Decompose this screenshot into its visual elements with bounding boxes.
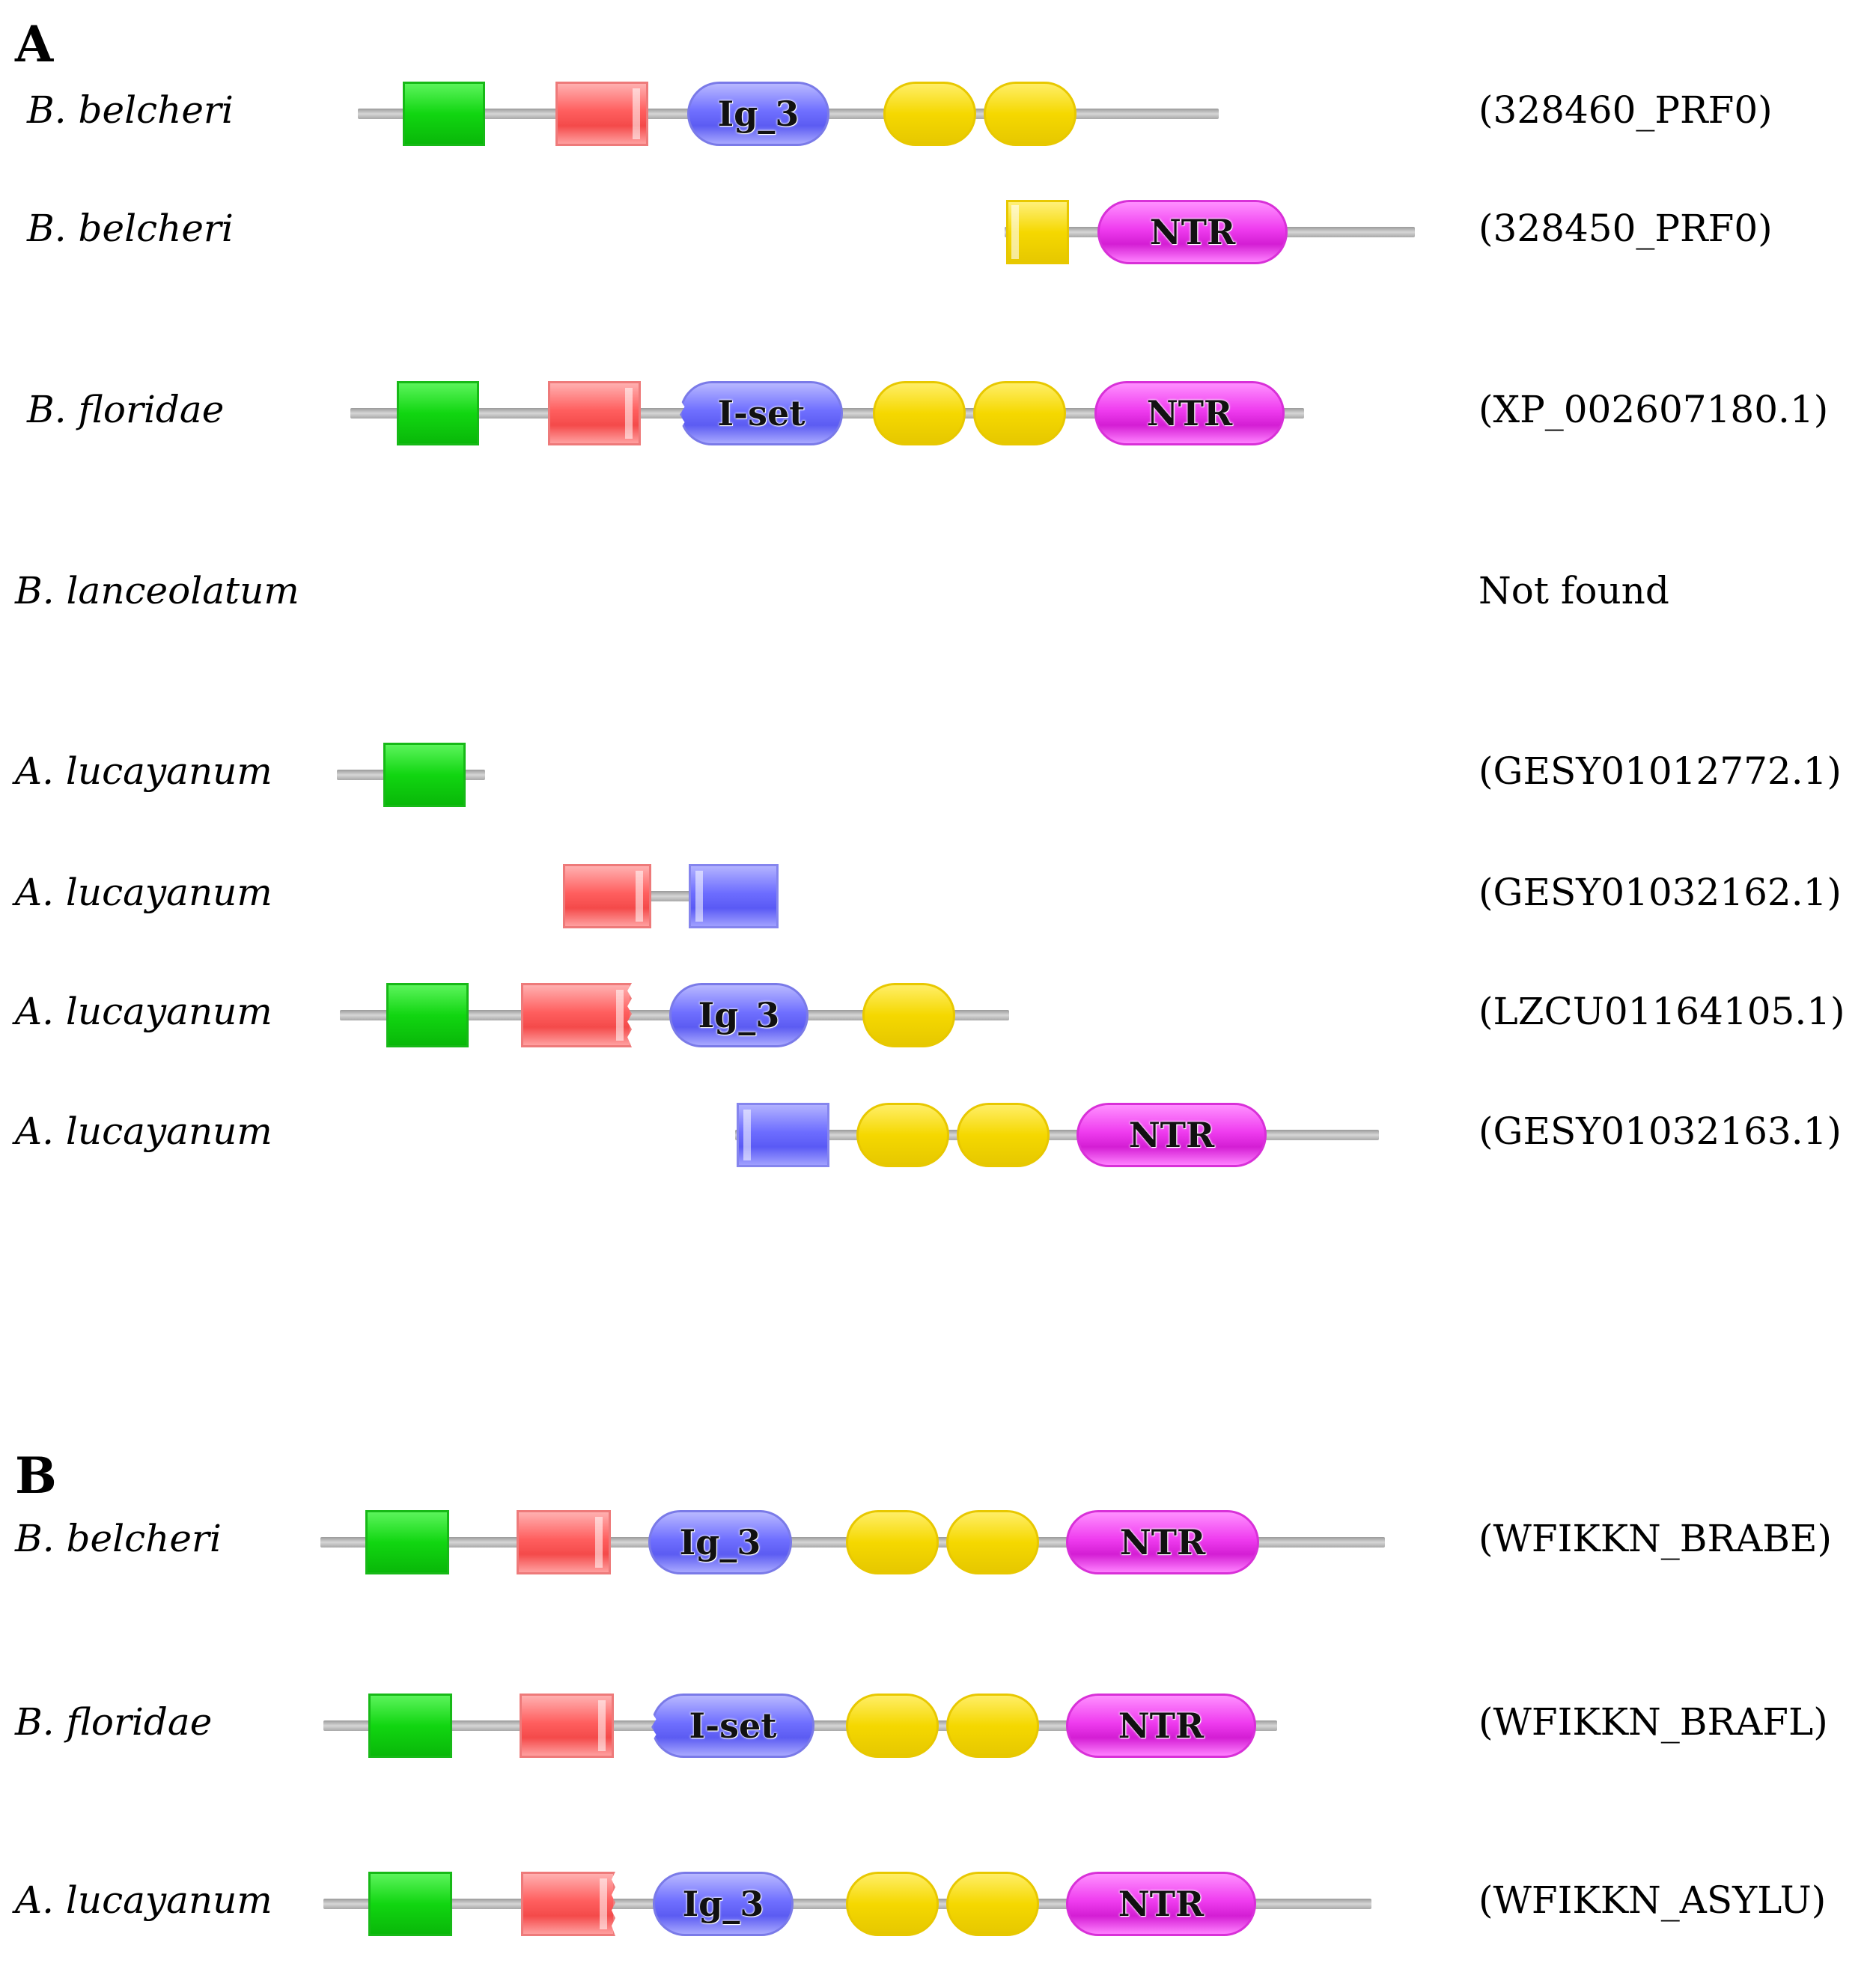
species-label: B. floridae bbox=[15, 1700, 213, 1744]
accession-label: (GESY01032163.1) bbox=[1478, 1110, 1842, 1153]
green-domain bbox=[386, 983, 469, 1047]
magenta-domain: NTR bbox=[1066, 1872, 1256, 1936]
blue-domain: Ig_3 bbox=[687, 82, 829, 146]
yellow-domain bbox=[946, 1872, 1039, 1936]
panel-label-b: B bbox=[15, 1446, 57, 1505]
green-domain bbox=[403, 82, 485, 146]
blue-domain: Ig_3 bbox=[648, 1510, 792, 1574]
accession-label: Not found bbox=[1478, 569, 1669, 612]
yellow-domain bbox=[946, 1694, 1039, 1758]
yellow-domain bbox=[846, 1872, 939, 1936]
species-label: B. belcheri bbox=[27, 207, 234, 250]
domain-label: NTR bbox=[1146, 393, 1233, 433]
species-label: A. lucayanum bbox=[15, 871, 272, 914]
yellow-domain bbox=[873, 381, 966, 445]
domain-label: NTR bbox=[1118, 1705, 1205, 1746]
protein-backbone-line bbox=[735, 1130, 1379, 1140]
magenta-domain: NTR bbox=[1097, 200, 1288, 264]
accession-label: (328460_PRF0) bbox=[1478, 88, 1773, 132]
magenta-domain: NTR bbox=[1076, 1103, 1267, 1167]
red-domain bbox=[521, 983, 632, 1047]
domain-label: I-set bbox=[717, 393, 805, 433]
domain-label: Ig_3 bbox=[717, 94, 800, 134]
yellow-domain bbox=[1006, 200, 1069, 264]
yellow-domain bbox=[984, 82, 1076, 146]
red-domain bbox=[555, 82, 648, 146]
yellow-domain bbox=[846, 1694, 939, 1758]
species-label: A. lucayanum bbox=[15, 1878, 272, 1922]
yellow-domain bbox=[957, 1103, 1050, 1167]
green-domain bbox=[397, 381, 479, 445]
green-domain bbox=[368, 1694, 452, 1758]
green-domain bbox=[383, 743, 466, 807]
yellow-domain bbox=[846, 1510, 939, 1574]
blue-domain: Ig_3 bbox=[653, 1872, 794, 1936]
accession-label: (WFIKKN_BRABE) bbox=[1478, 1517, 1833, 1560]
green-domain bbox=[368, 1872, 452, 1936]
accession-label: (XP_002607180.1) bbox=[1478, 388, 1829, 431]
red-domain bbox=[517, 1510, 611, 1574]
accession-label: (328450_PRF0) bbox=[1478, 207, 1773, 250]
accession-label: (WFIKKN_ASYLU) bbox=[1478, 1878, 1827, 1922]
accession-label: (WFIKKN_BRAFL) bbox=[1478, 1700, 1828, 1744]
blue-domain: I-set bbox=[651, 1694, 814, 1758]
magenta-domain: NTR bbox=[1094, 381, 1285, 445]
domain-label: NTR bbox=[1128, 1115, 1215, 1155]
domain-label: NTR bbox=[1149, 212, 1236, 252]
blue-domain bbox=[737, 1103, 829, 1167]
yellow-domain bbox=[946, 1510, 1039, 1574]
yellow-domain bbox=[856, 1103, 949, 1167]
species-label: A. lucayanum bbox=[15, 749, 272, 793]
accession-label: (LZCU01164105.1) bbox=[1478, 990, 1845, 1033]
domain-label: Ig_3 bbox=[698, 995, 780, 1035]
yellow-domain bbox=[862, 983, 955, 1047]
domain-label: I-set bbox=[689, 1705, 777, 1746]
species-label: B. lanceolatum bbox=[15, 569, 299, 612]
magenta-domain: NTR bbox=[1066, 1694, 1256, 1758]
red-domain bbox=[548, 381, 641, 445]
species-label: B. belcheri bbox=[15, 1517, 222, 1560]
domain-label: NTR bbox=[1119, 1522, 1206, 1562]
domain-label: Ig_3 bbox=[679, 1522, 761, 1562]
blue-domain bbox=[689, 864, 779, 928]
species-label: B. belcheri bbox=[27, 88, 234, 132]
species-label: A. lucayanum bbox=[15, 990, 272, 1033]
domain-label: NTR bbox=[1118, 1884, 1205, 1924]
domain-label: Ig_3 bbox=[682, 1884, 764, 1924]
species-label: A. lucayanum bbox=[15, 1110, 272, 1153]
accession-label: (GESY01032162.1) bbox=[1478, 871, 1842, 914]
red-domain bbox=[521, 1872, 615, 1936]
red-domain bbox=[563, 864, 651, 928]
accession-label: (GESY01012772.1) bbox=[1478, 749, 1842, 793]
green-domain bbox=[365, 1510, 449, 1574]
yellow-domain bbox=[883, 82, 976, 146]
panel-label-a: A bbox=[15, 15, 54, 73]
yellow-domain bbox=[973, 381, 1066, 445]
red-domain bbox=[520, 1694, 614, 1758]
species-label: B. floridae bbox=[27, 388, 225, 431]
blue-domain: Ig_3 bbox=[669, 983, 808, 1047]
magenta-domain: NTR bbox=[1066, 1510, 1259, 1574]
blue-domain: I-set bbox=[680, 381, 843, 445]
